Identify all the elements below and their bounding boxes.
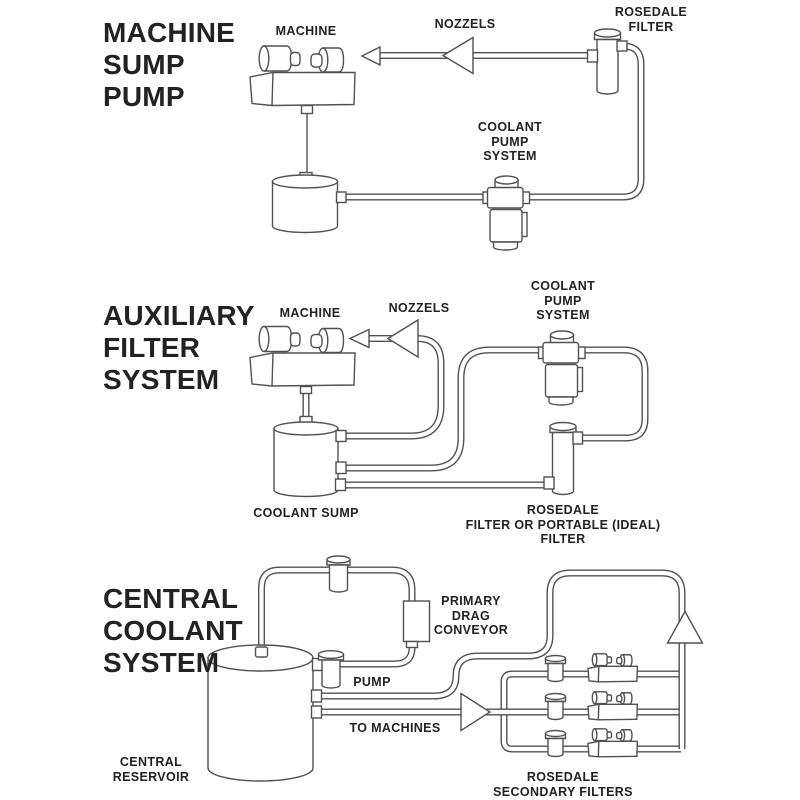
label-nozzels-top: NOZZELS (434, 17, 496, 31)
sump-tank (271, 174, 347, 234)
rosedale-portable-filter-icon (543, 421, 584, 496)
label-coolant-pump-system-mid: COOLANT PUMP SYSTEM (530, 279, 596, 322)
nozzle-icon (441, 36, 474, 75)
pipe-pump-to-filter (528, 46, 641, 197)
section-title-machine-sump-pump: MACHINE SUMP PUMP (103, 17, 236, 112)
spray-arrow-icon (360, 45, 381, 67)
sump-stub (334, 478, 347, 492)
reservoir-top-fitting (254, 646, 269, 658)
spray-arrow-icon (348, 328, 370, 349)
reservoir-stub (310, 689, 323, 703)
secondary-filter-icon (544, 654, 567, 683)
label-pump: PUMP (353, 675, 391, 689)
coolant-pump-icon (537, 330, 586, 406)
label-coolant-sump: COOLANT SUMP (253, 506, 359, 520)
label-machine-mid: MACHINE (279, 306, 341, 320)
label-nozzels-mid: NOZZELS (388, 301, 450, 315)
sump-stub (335, 461, 347, 475)
reservoir-stub (310, 705, 323, 719)
central-coolant-system-diagram (207, 555, 704, 782)
label-central-reservoir: CENTRAL RESERVOIR (112, 755, 190, 784)
label-rosedale-secondary-filters: ROSEDALE SECONDARY FILTERS (493, 770, 633, 799)
label-rosedale-filter-top: ROSEDALE FILTER (614, 5, 688, 34)
label-primary-drag-conveyor: PRIMARY DRAG CONVEYOR (433, 594, 509, 637)
section-title-central-coolant-system: CENTRAL COOLANT SYSTEM (103, 583, 243, 678)
pipe-sump-to-nozzles (346, 339, 441, 437)
sump-stub (335, 429, 347, 443)
link-fitting (299, 385, 313, 395)
coolant-pump-icon (482, 175, 531, 251)
auxiliary-filter-system-diagram (249, 318, 645, 498)
central-reservoir-tank (207, 644, 323, 782)
strainer-canister-icon (326, 555, 351, 593)
link-fitting (300, 104, 314, 115)
label-coolant-pump-system-top: COOLANT PUMP SYSTEM (477, 120, 543, 163)
label-to-machines: TO MACHINES (349, 721, 441, 735)
pipe-pump-to-filter (580, 350, 645, 438)
reservoir-pump-icon (311, 650, 345, 689)
flow-arrow-up-icon (666, 610, 704, 644)
nozzle-icon (386, 318, 419, 359)
machine-icon (249, 325, 356, 387)
secondary-filter-icon (544, 692, 567, 721)
machine-icon (587, 728, 638, 758)
section-title-auxiliary-filter-system: AUXILIARY FILTER SYSTEM (103, 300, 255, 395)
label-rosedale-filter-mid: ROSEDALE FILTER OR PORTABLE (IDEAL) FILT… (465, 503, 661, 546)
flow-arrow-right-icon (460, 692, 492, 732)
machine-icon (587, 691, 638, 721)
primary-drag-conveyor-icon (402, 600, 431, 649)
secondary-filter-icon (544, 729, 567, 758)
label-machine-top: MACHINE (275, 24, 337, 38)
pipe-pump-to-conveyor (338, 643, 412, 664)
rosedale-filter-icon (586, 28, 628, 95)
sump-outlet-stub (335, 191, 347, 204)
machine-icon (587, 653, 638, 683)
coolant-sump-tank (273, 421, 347, 498)
machine-icon (249, 45, 356, 107)
machine-sump-pump-diagram (249, 28, 641, 251)
